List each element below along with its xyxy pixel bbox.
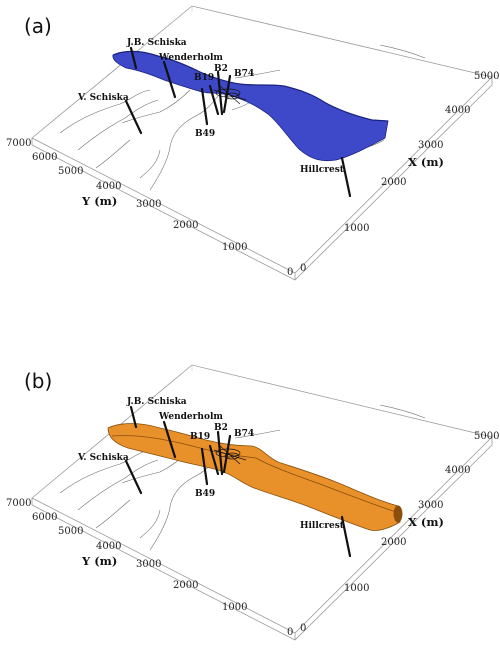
x-tick: 4000 — [445, 465, 470, 476]
x-tick: 1000 — [344, 223, 369, 234]
label-v-schiska: V. Schiska — [77, 453, 129, 463]
y-axis: 7000 6000 5000 4000 3000 2000 1000 0 Y (… — [6, 498, 293, 638]
label-wenderholm: Wenderholm — [158, 412, 223, 422]
y-tick: 3000 — [136, 559, 161, 570]
x-tick: 2000 — [381, 177, 406, 188]
y-tick: 7000 — [6, 498, 31, 509]
y-axis-title: Y (m) — [81, 194, 117, 208]
y-tick: 4000 — [96, 181, 121, 192]
x-tick: 2000 — [381, 537, 406, 548]
label-b19: B19 — [194, 73, 214, 83]
well-wenderholm — [162, 60, 177, 99]
y-tick: 7000 — [6, 138, 31, 149]
y-tick: 3000 — [136, 199, 161, 210]
x-tick: 1000 — [344, 583, 369, 594]
y-axis-title: Y (m) — [81, 554, 117, 568]
label-hillcrest: Hillcrest — [300, 521, 345, 531]
x-tick: 4000 — [445, 105, 470, 116]
x-axis: 0 1000 2000 3000 4000 5000 X (m) — [300, 71, 499, 274]
well-labels: J.B. Schiska Wenderholm B2 B19 B74 V. Sc… — [77, 38, 345, 175]
x-tick: 5000 — [474, 71, 499, 82]
well-labels: J.B. Schiska Wenderholm B2 B19 B74 V. Sc… — [77, 397, 345, 531]
y-tick: 1000 — [222, 602, 247, 613]
wells — [124, 405, 352, 558]
geobody — [107, 423, 401, 531]
y-axis: 7000 6000 5000 4000 3000 2000 1000 0 Y (… — [6, 138, 293, 278]
well-b19 — [208, 444, 220, 476]
x-tick: 5000 — [474, 431, 499, 442]
label-v-schiska: V. Schiska — [77, 93, 129, 103]
y-tick: 5000 — [58, 166, 83, 177]
label-b49: B49 — [195, 129, 215, 139]
panel-label: (a) — [24, 14, 52, 38]
x-tick: 0 — [300, 623, 306, 634]
x-tick: 3000 — [418, 500, 443, 511]
well-b2 — [216, 430, 224, 476]
surface-map — [59, 44, 426, 191]
x-axis: 0 1000 2000 3000 4000 5000 X (m) — [300, 431, 499, 634]
panel-b: (b) — [6, 364, 499, 641]
well-b74 — [222, 434, 232, 474]
label-b74: B74 — [234, 429, 254, 439]
well-b74 — [222, 74, 232, 114]
y-tick: 1000 — [222, 242, 247, 253]
x-tick: 0 — [300, 263, 306, 274]
geobody-end — [393, 505, 403, 523]
well-v-schiska — [124, 459, 143, 495]
well-b49 — [200, 87, 209, 126]
label-jb-schiska: J.B. Schiska — [126, 38, 187, 48]
well-hillcrest — [340, 156, 352, 198]
wells — [124, 46, 352, 198]
well-jb-schiska — [129, 46, 138, 70]
well-b49 — [200, 447, 209, 486]
well-b19 — [208, 84, 220, 116]
well-wenderholm — [162, 420, 177, 459]
x-axis-title: X (m) — [408, 515, 444, 529]
well-hillcrest — [340, 515, 352, 558]
label-b19: B19 — [190, 432, 210, 442]
y-tick: 2000 — [173, 580, 198, 591]
x-tick: 3000 — [418, 140, 443, 151]
x-axis-title: X (m) — [408, 155, 444, 169]
y-tick: 0 — [287, 267, 293, 278]
label-b2: B2 — [214, 423, 228, 433]
bounding-box — [31, 5, 493, 281]
surface-map — [59, 404, 426, 551]
panel-a: (a) — [6, 5, 499, 281]
well-v-schiska — [124, 99, 143, 135]
well-b2 — [216, 70, 224, 116]
y-tick: 6000 — [32, 512, 57, 523]
bounding-box — [31, 364, 493, 641]
label-jb-schiska: J.B. Schiska — [126, 397, 187, 407]
geobody — [112, 50, 389, 162]
label-hillcrest: Hillcrest — [300, 165, 345, 175]
geobody-shadow — [112, 50, 389, 122]
y-tick: 6000 — [32, 152, 57, 163]
label-b2: B2 — [214, 64, 228, 74]
label-b49: B49 — [195, 489, 215, 499]
panel-label: (b) — [24, 369, 52, 393]
y-tick: 2000 — [173, 220, 198, 231]
geobody-ridge — [111, 435, 397, 513]
label-wenderholm: Wenderholm — [158, 53, 223, 63]
y-tick: 0 — [287, 627, 293, 638]
label-b74: B74 — [234, 69, 254, 79]
well-jb-schiska — [129, 405, 138, 429]
y-tick: 5000 — [58, 526, 83, 537]
y-tick: 4000 — [96, 541, 121, 552]
